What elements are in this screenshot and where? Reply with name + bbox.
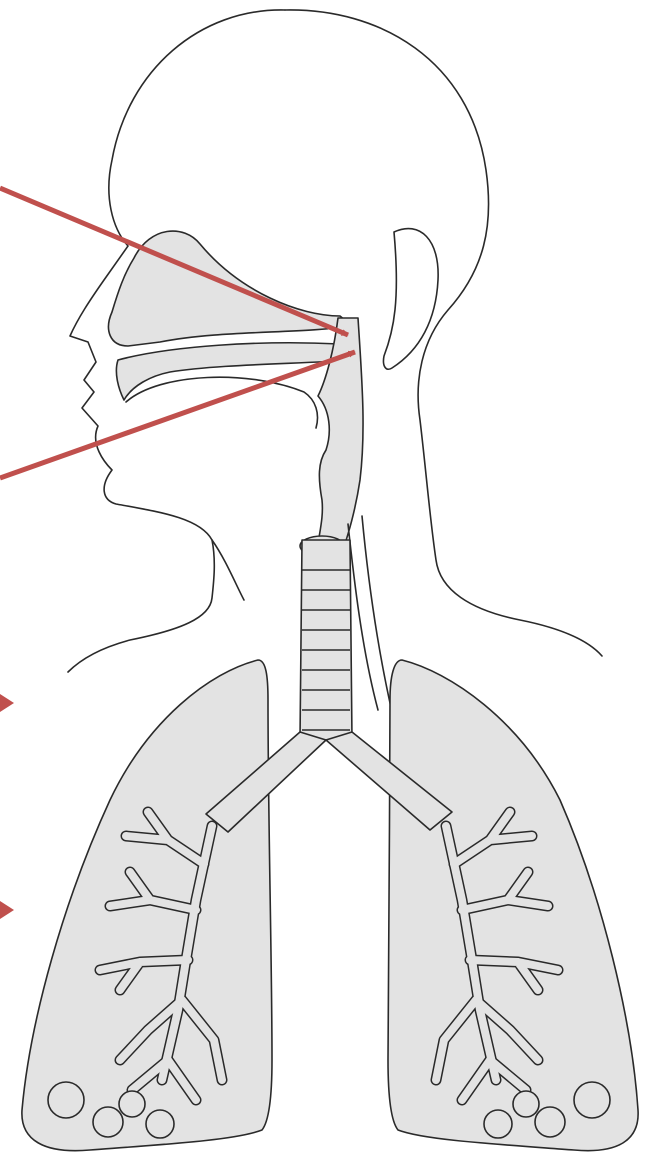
head-outline [68,10,285,672]
tongue [126,377,318,428]
pointer-bronchioles [0,901,14,919]
esophagus [348,516,392,712]
ear-outline [383,229,438,370]
oral-cavity [116,343,352,400]
neck-front-line [212,540,244,600]
pointer-right-lung [0,694,14,712]
trachea [300,540,352,740]
